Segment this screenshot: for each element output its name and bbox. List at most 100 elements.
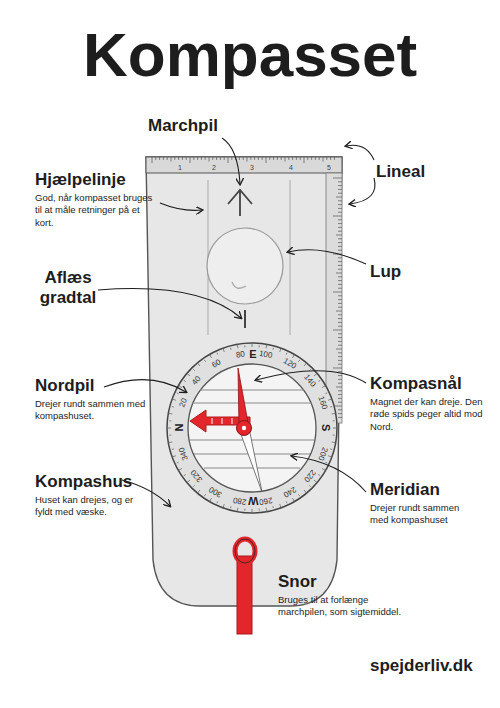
ruler-tick xyxy=(178,157,179,160)
bezel-tick xyxy=(244,509,245,511)
bezel-tick xyxy=(293,354,295,357)
ruler-tick xyxy=(216,157,217,160)
ruler-tick xyxy=(273,157,274,160)
ruler-tick xyxy=(197,157,198,160)
ruler-tick xyxy=(333,178,342,179)
capsule xyxy=(188,364,316,492)
bezel-tick xyxy=(266,508,268,512)
bezel-tick xyxy=(168,413,172,415)
ruler-tick xyxy=(336,197,342,198)
compass-housing xyxy=(167,343,337,513)
ruler-tick xyxy=(338,364,342,365)
ruler-tick xyxy=(338,333,342,334)
ruler-tick xyxy=(285,157,286,162)
ruler-tick xyxy=(338,394,342,395)
degree-number: 160 xyxy=(315,394,329,412)
bezel-tick xyxy=(172,406,174,408)
bezel-tick xyxy=(230,506,232,508)
bezel-tick xyxy=(178,386,181,388)
ruler-tick xyxy=(338,307,342,308)
bezel-tick xyxy=(193,485,194,486)
bezel-tick xyxy=(304,363,307,366)
ruler-tick xyxy=(338,398,342,399)
degree-number: 20 xyxy=(177,396,190,410)
bezel-tick xyxy=(184,474,186,475)
bezel-tick xyxy=(204,360,205,362)
ruler-tick xyxy=(338,265,342,266)
bezel-tick xyxy=(184,380,186,381)
part-note: Drejer rundt sammen med kompashuset. xyxy=(35,398,153,423)
bezel-tick xyxy=(172,399,176,400)
ruler-tick xyxy=(338,322,342,323)
ruler-tick xyxy=(336,235,342,236)
part-note: God, når kompasset bruges til at måle re… xyxy=(35,192,157,229)
degree-number: 280 xyxy=(232,495,249,507)
ruler-tick xyxy=(338,360,342,361)
ruler-tick xyxy=(338,257,342,258)
bezel-tick xyxy=(169,420,171,421)
bezel-tick xyxy=(197,490,200,493)
degree-number: 300 xyxy=(207,484,225,500)
ruler-tick xyxy=(338,212,342,213)
ruler-tick xyxy=(269,157,270,160)
degree-number: 80 xyxy=(234,349,246,360)
ruler-tick xyxy=(228,157,229,163)
bezel-tick xyxy=(252,343,253,347)
bezel-tick xyxy=(216,353,218,355)
bezel-tick xyxy=(286,501,288,503)
cardinal-letter: E xyxy=(248,348,257,361)
ruler-tick xyxy=(266,157,267,163)
ruler-tick xyxy=(243,157,244,160)
ruler-tick xyxy=(277,157,278,160)
degree-number: 140 xyxy=(301,371,318,389)
degree-number: 100 xyxy=(257,349,274,361)
bezel-tick xyxy=(197,363,200,366)
ruler-number: 2 xyxy=(212,164,216,172)
bezel-tick xyxy=(328,399,332,400)
part-note: Huset kan drejes, og er fyldt med væske. xyxy=(35,494,153,519)
bezel-tick xyxy=(333,420,335,421)
part-name: Lup xyxy=(370,262,401,282)
ruler-tick xyxy=(326,157,327,160)
ruler-tick xyxy=(205,157,206,160)
ruler-tick xyxy=(338,379,342,380)
ruler-tick xyxy=(159,157,160,160)
bezel-tick xyxy=(266,344,268,348)
bezel-tick xyxy=(272,506,274,508)
index-mark xyxy=(244,310,246,328)
needle-south xyxy=(239,428,262,492)
degree-number: 200 xyxy=(315,444,329,462)
bezel-tick xyxy=(328,456,332,457)
degree-number: 260 xyxy=(257,495,274,507)
ruler-tick xyxy=(281,157,282,160)
degree-number: 120 xyxy=(281,356,299,372)
bezel-tick xyxy=(172,448,174,450)
bezel-tick xyxy=(187,480,190,483)
bezel-tick xyxy=(178,469,181,471)
ruler-tick xyxy=(171,157,172,162)
part-name: Kompasnål xyxy=(370,374,462,394)
ruler-tick xyxy=(315,157,316,160)
ruler-tick xyxy=(338,314,342,315)
ruler-tick xyxy=(231,157,232,160)
ruler-tick xyxy=(338,288,342,289)
bezel-tick xyxy=(333,435,335,436)
ruler-tick xyxy=(333,368,342,369)
ruler-tick xyxy=(319,157,320,160)
ruler-number: 1 xyxy=(178,164,182,172)
bezel-tick xyxy=(210,354,212,357)
bezel-tick xyxy=(325,462,327,464)
bezel-tick xyxy=(272,348,274,350)
ruler-tick xyxy=(338,231,342,232)
ruler-tick xyxy=(304,157,305,163)
ruler-tick xyxy=(190,157,191,163)
ruler-tick xyxy=(155,157,156,160)
bezel-tick xyxy=(177,392,179,394)
ruler-tick xyxy=(224,157,225,160)
bezel-tick xyxy=(314,373,317,376)
ruler-tick xyxy=(334,157,335,160)
degree-number: 340 xyxy=(176,444,190,462)
ruler-tick xyxy=(338,204,342,205)
page-title: Kompasset xyxy=(83,24,417,86)
ruler-tick xyxy=(338,409,342,410)
